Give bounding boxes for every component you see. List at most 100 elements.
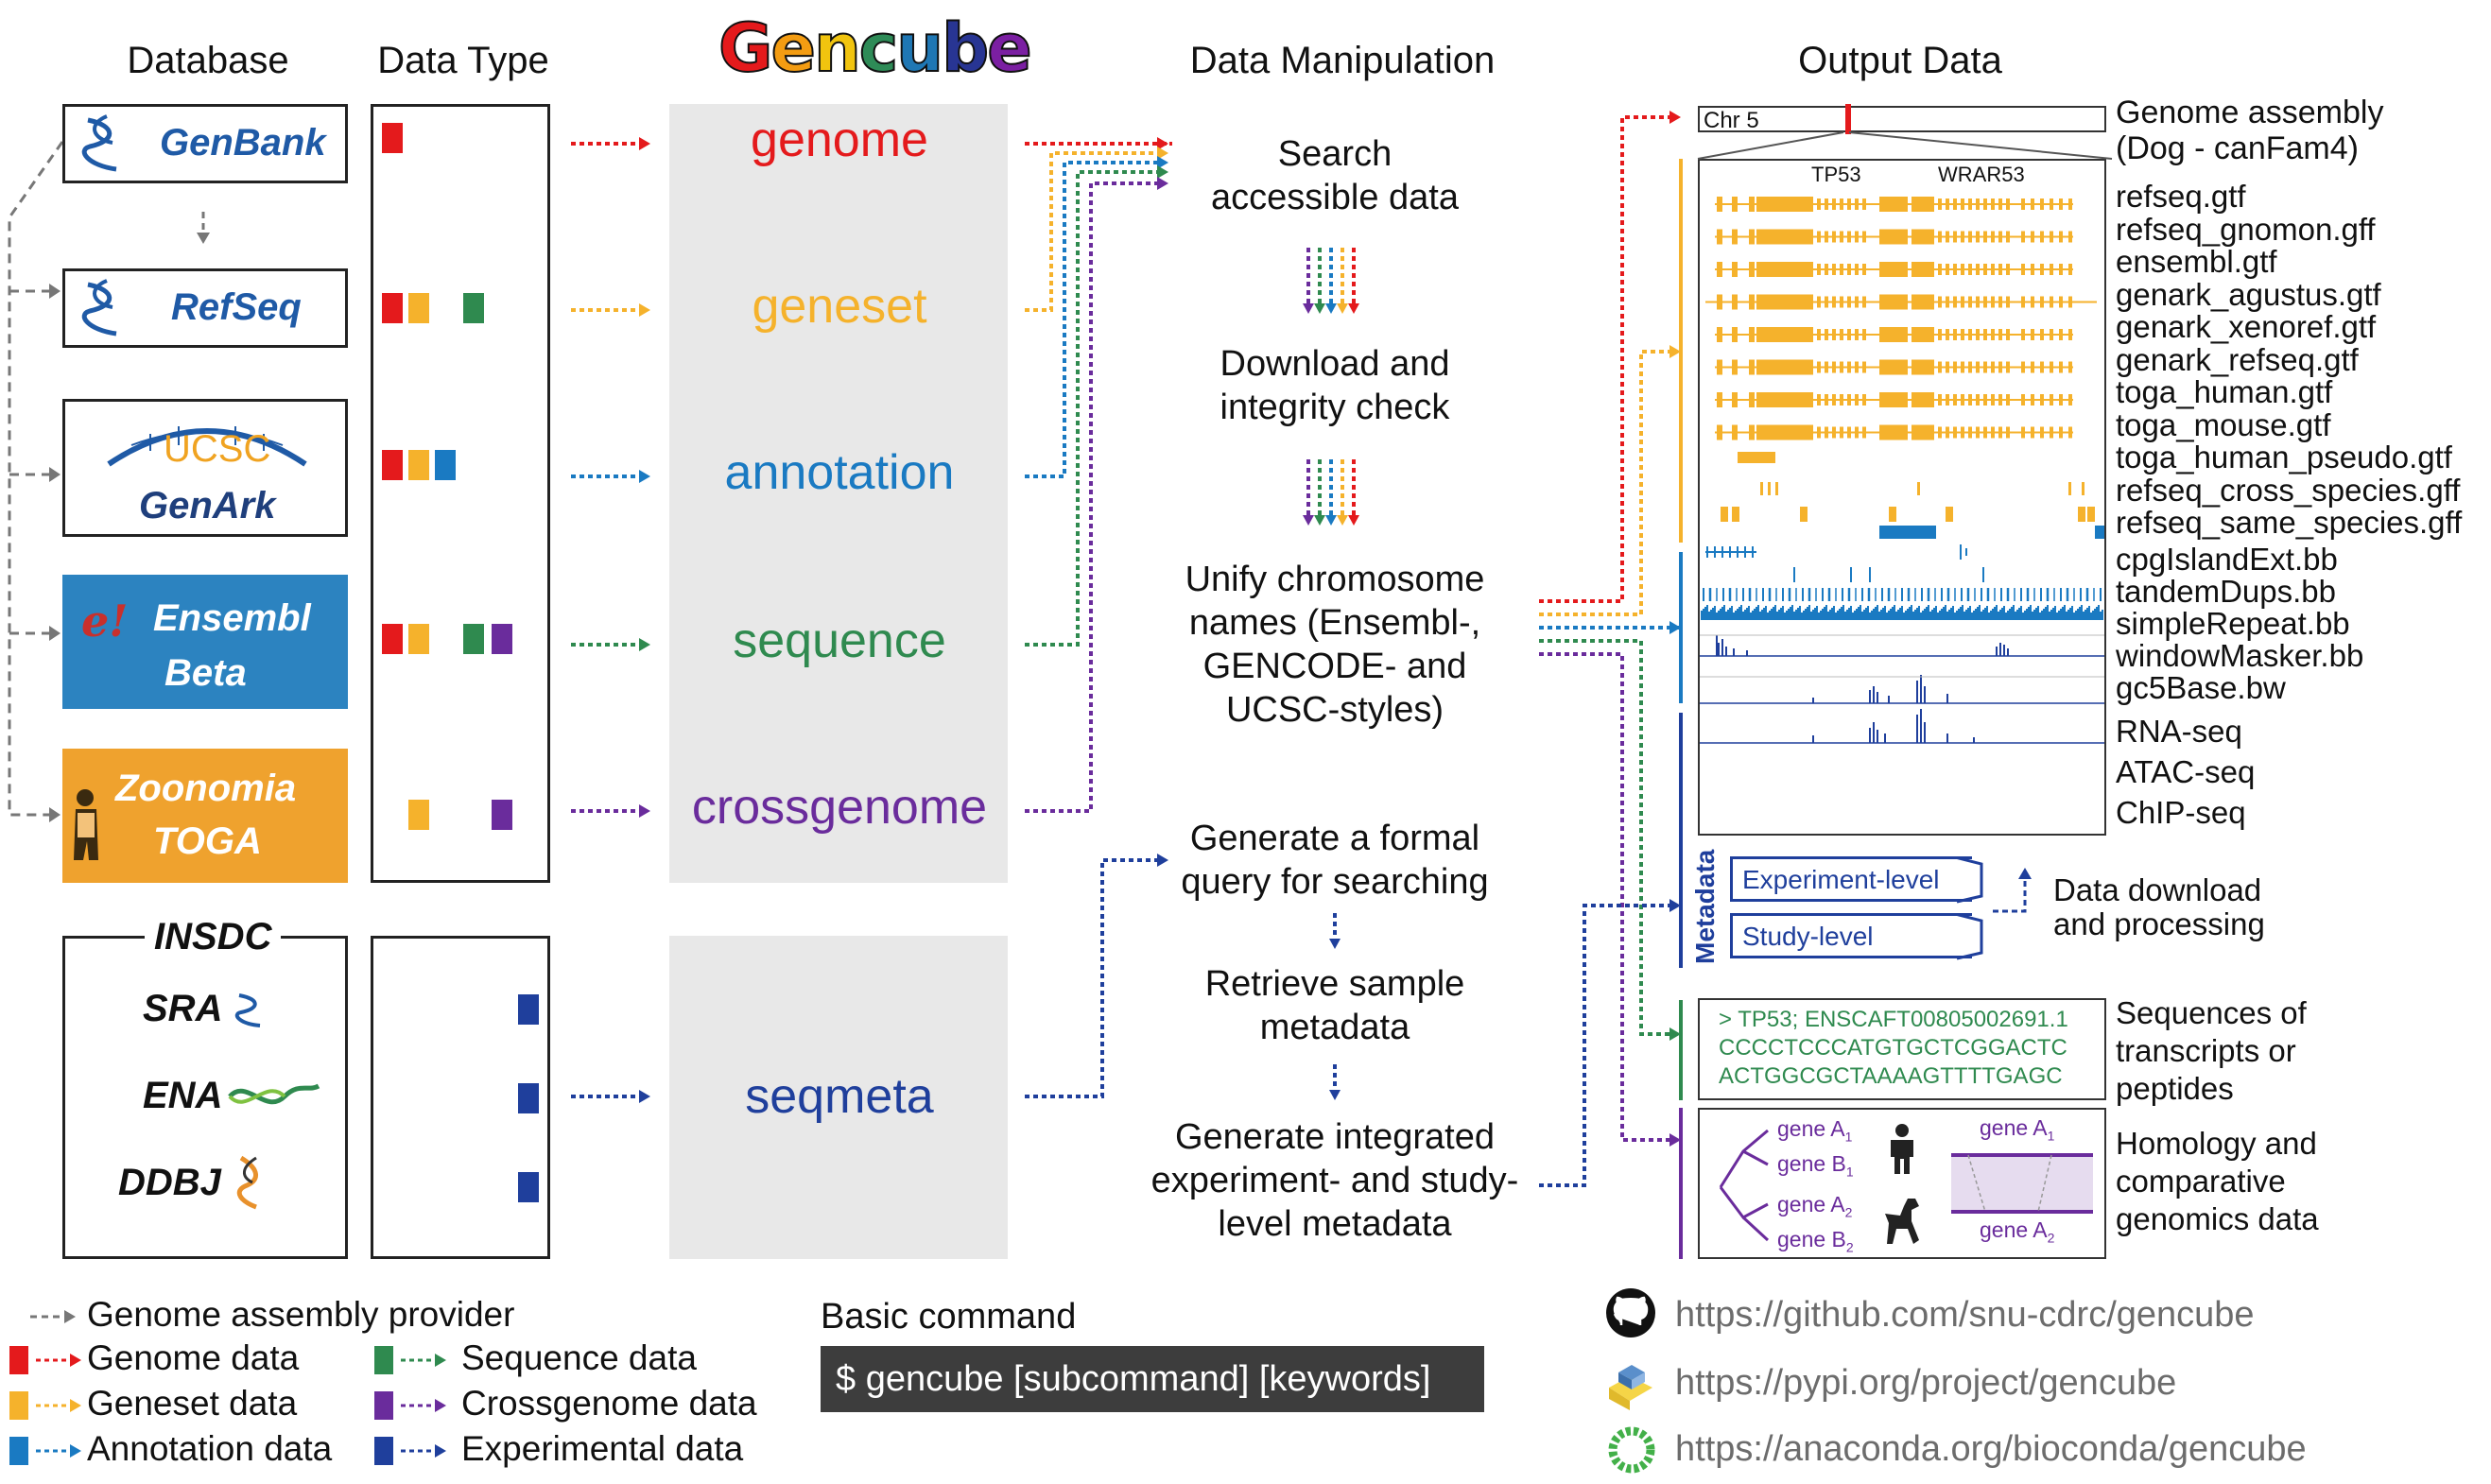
gene-exon (2021, 361, 2025, 373)
search-to-download-down-head (1348, 303, 1359, 314)
toga-figure-icon (74, 789, 98, 860)
gene-exon (1983, 394, 1987, 406)
gene-exon (1998, 198, 2002, 210)
gene-exon (1879, 229, 1908, 245)
gene-exon (1946, 426, 1949, 439)
gene-exon (2021, 198, 2025, 210)
pypi-icon (1609, 1365, 1652, 1410)
gene-exon (1968, 231, 1972, 243)
legend-annotation-label: Annotation data (87, 1429, 333, 1468)
gene-exon (1717, 294, 1722, 310)
gene-exon (2021, 296, 2025, 308)
logo-letter: n (813, 9, 862, 88)
subcommand-geneset: geneset (752, 279, 927, 334)
gene-exon (2021, 426, 2025, 439)
gene-exon (1983, 296, 1987, 308)
data-type-panel-insdc (371, 936, 550, 1259)
gene-exon (2006, 264, 2010, 275)
gene-exon (2040, 361, 2044, 373)
gene-exon (1953, 361, 1957, 373)
gene-exon (1825, 198, 1828, 210)
gene-exon (2059, 264, 2063, 275)
gene-exon (1911, 229, 1934, 245)
gene-exon (1756, 229, 1813, 245)
sequence-box: > TP53; ENSCAFT00805002691.1 CCCCTCCCATG… (1698, 998, 2106, 1100)
sequence-type-square (463, 624, 484, 654)
annotation-track-label: simpleRepeat.bb (2116, 606, 2350, 641)
gene-exon (1732, 294, 1738, 310)
search-to-download-down-head (1325, 303, 1337, 314)
synteny-block (1951, 1153, 2093, 1214)
gene-exon (1946, 329, 1949, 340)
gene-exon (1879, 392, 1908, 407)
geneset-track-label: genark_xenoref.gtf (2116, 309, 2377, 344)
gene-exon (1961, 394, 1964, 406)
gene-exon (1717, 424, 1722, 440)
gene-exon (1998, 329, 2002, 340)
gene-exon (2068, 361, 2072, 373)
annotation-bracket (1679, 552, 1683, 703)
gene-label-tp53: TP53 (1811, 163, 1861, 186)
gene-exon (1749, 392, 1755, 407)
gene-exon (1855, 394, 1859, 406)
gene-exon (1911, 294, 1934, 310)
gene-exon (1840, 361, 1843, 373)
download-to-unify-down-head (1314, 515, 1325, 526)
annotation-unify-arrowhead (1669, 621, 1681, 634)
gene-exon (1832, 198, 1836, 210)
pypi-link[interactable]: https://pypi.org/project/gencube (1675, 1363, 2177, 1403)
gene-exon (1855, 426, 1859, 439)
legend-genome-label: Genome data (87, 1338, 300, 1377)
gene-exon (2006, 329, 2010, 340)
gene-exon (1976, 231, 1980, 243)
gene-exon (1946, 361, 1949, 373)
download-to-unify-down-head (1325, 515, 1337, 526)
crossgenome-type-square (492, 800, 512, 830)
gene-exon (1847, 394, 1851, 406)
gene-exon (1953, 296, 1957, 308)
geneset-out-arrowhead (1157, 147, 1168, 160)
gene-exon (1983, 426, 1987, 439)
gene-exon (1817, 394, 1821, 406)
zoonomia-label: Zoonomia (115, 768, 297, 809)
gene-exon (1862, 296, 1866, 308)
legend-experimental-swatch (374, 1437, 393, 1465)
subcommand-annotation: annotation (724, 445, 955, 500)
geneset-track-label: ensembl.gtf (2116, 244, 2277, 279)
experimental-track-label: ATAC-seq (2116, 754, 2256, 789)
gene-exon (1756, 359, 1813, 375)
legend-geneset-label: Geneset data (87, 1384, 298, 1423)
genbank-label: GenBank (160, 122, 326, 164)
gene-exon (1911, 262, 1934, 277)
geneset-track-label: toga_human_pseudo.gtf (2116, 440, 2452, 475)
gene-exon (1953, 394, 1957, 406)
gene-exon (1817, 361, 1821, 373)
gene-exon (1840, 394, 1843, 406)
experimental-type-square (518, 994, 539, 1025)
gene-exon (1946, 231, 1949, 243)
gene-exon (1879, 262, 1908, 277)
gene-exon (1855, 231, 1859, 243)
experimental-type-square (518, 1083, 539, 1113)
gene-exon (2021, 264, 2025, 275)
gene-exon (1756, 262, 1813, 277)
gene-exon (1998, 426, 2002, 439)
crossgenome-in-arrowhead (639, 804, 650, 818)
chromosome-region-marker (1845, 104, 1851, 134)
geneset-track-label: genark_refseq.gtf (2116, 341, 2359, 377)
download-to-unify-down-head (1337, 515, 1348, 526)
legend-genome-arrow (36, 1354, 81, 1367)
logo-letter: e (770, 9, 817, 88)
gene-exon (1991, 329, 1995, 340)
gene-exon (1953, 198, 1957, 210)
gene-exon (1855, 198, 1859, 210)
ddbj-icon (236, 1155, 258, 1210)
gene-exon (2068, 394, 2072, 406)
anaconda-link[interactable]: https://anaconda.org/bioconda/gencube (1675, 1429, 2307, 1469)
database-insdc: INSDC SRA ENA DDBJ (62, 916, 348, 1259)
gene-exon (1991, 296, 1995, 308)
github-link[interactable]: https://github.com/snu-cdrc/gencube (1675, 1295, 2255, 1335)
gene-exon (1976, 361, 1980, 373)
